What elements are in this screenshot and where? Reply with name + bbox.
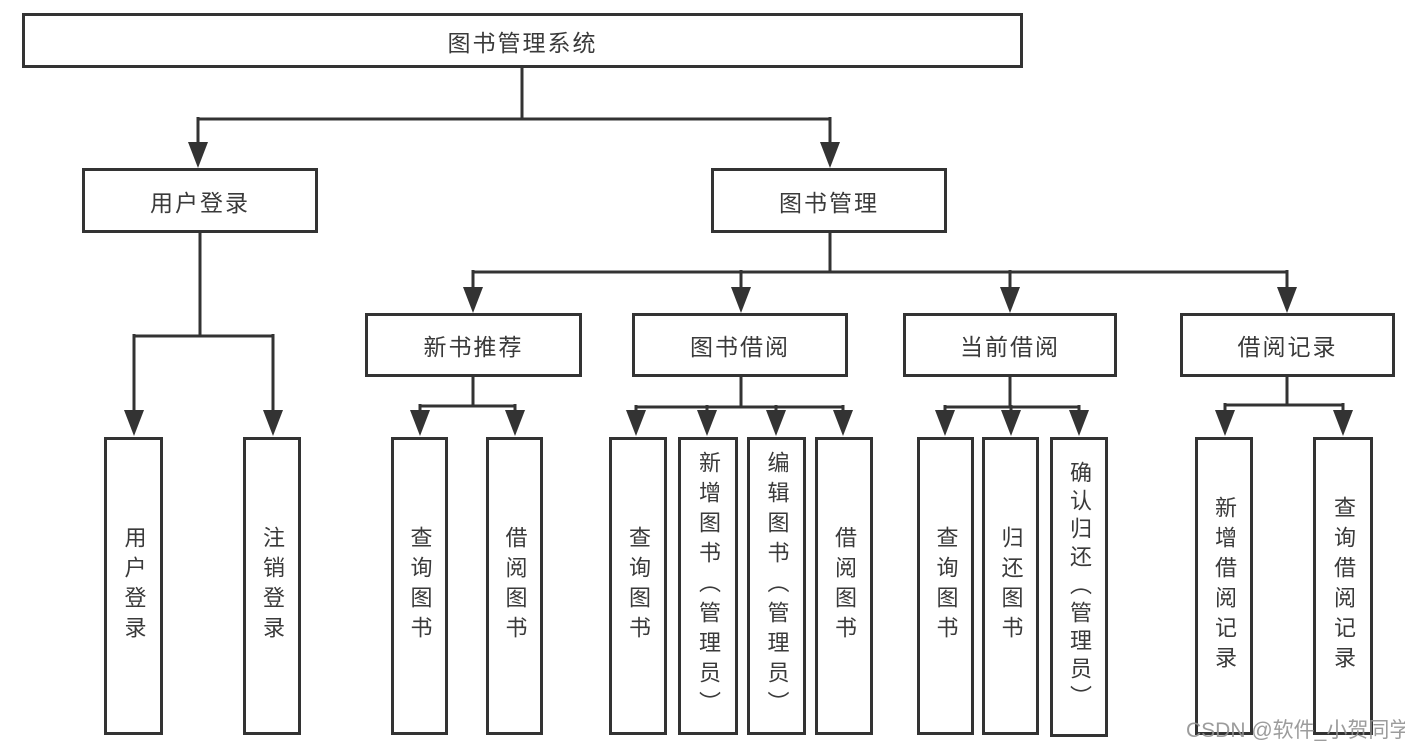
leaf-return-book: 归还图书: [982, 437, 1039, 735]
node-label: 图书管理系统: [447, 29, 598, 56]
node-label: 用户登录: [150, 189, 250, 216]
node-user-login: 用户登录: [82, 168, 318, 233]
node-label: 新增图书（管理员）: [696, 451, 721, 721]
node-label: 图书借阅: [690, 334, 790, 360]
node-label: 新增借阅记录: [1212, 496, 1237, 676]
node-label: 注销登录: [260, 526, 285, 646]
node-label: 查询借阅记录: [1331, 496, 1356, 676]
node-borrow-records: 借阅记录: [1180, 313, 1395, 377]
node-label: 借阅图书: [502, 526, 528, 646]
leaf-query-books-borrow: 查询图书: [609, 437, 667, 735]
leaf-user-login: 用户登录: [104, 437, 163, 735]
node-label: 查询图书: [933, 526, 959, 646]
node-book-borrow: 图书借阅: [632, 313, 848, 377]
node-label: 确认归还（管理员）: [1067, 461, 1092, 713]
node-label: 编辑图书（管理员）: [764, 451, 790, 721]
leaf-add-book-admin: 新增图书（管理员）: [678, 437, 738, 735]
node-label: 新书推荐: [423, 334, 524, 360]
leaf-edit-book-admin: 编辑图书（管理员）: [747, 437, 806, 735]
leaf-confirm-return-admin: 确认归还（管理员）: [1050, 437, 1108, 737]
leaf-logout-login: 注销登录: [243, 437, 301, 735]
node-label: 归还图书: [998, 526, 1024, 646]
node-label: 借阅记录: [1237, 334, 1338, 360]
node-current-borrow: 当前借阅: [903, 313, 1117, 377]
node-book-management: 图书管理: [711, 168, 947, 233]
leaf-borrow-books-recommend: 借阅图书: [486, 437, 543, 735]
node-new-book-recommend: 新书推荐: [365, 313, 582, 377]
node-label: 当前借阅: [960, 334, 1060, 360]
watermark-text: CSDN @软件_小贺同学: [1186, 719, 1405, 742]
leaf-add-borrow-record: 新增借阅记录: [1195, 437, 1253, 735]
leaf-query-books-current: 查询图书: [917, 437, 974, 735]
node-label: 查询图书: [626, 526, 651, 646]
node-root: 图书管理系统: [22, 13, 1023, 68]
node-label: 借阅图书: [832, 526, 857, 646]
node-label: 查询图书: [407, 526, 433, 646]
leaf-borrow-books-borrow: 借阅图书: [815, 437, 873, 735]
node-label: 图书管理: [779, 189, 879, 216]
leaf-query-books-recommend: 查询图书: [391, 437, 448, 735]
node-label: 用户登录: [121, 526, 147, 646]
leaf-query-borrow-record: 查询借阅记录: [1313, 437, 1373, 735]
